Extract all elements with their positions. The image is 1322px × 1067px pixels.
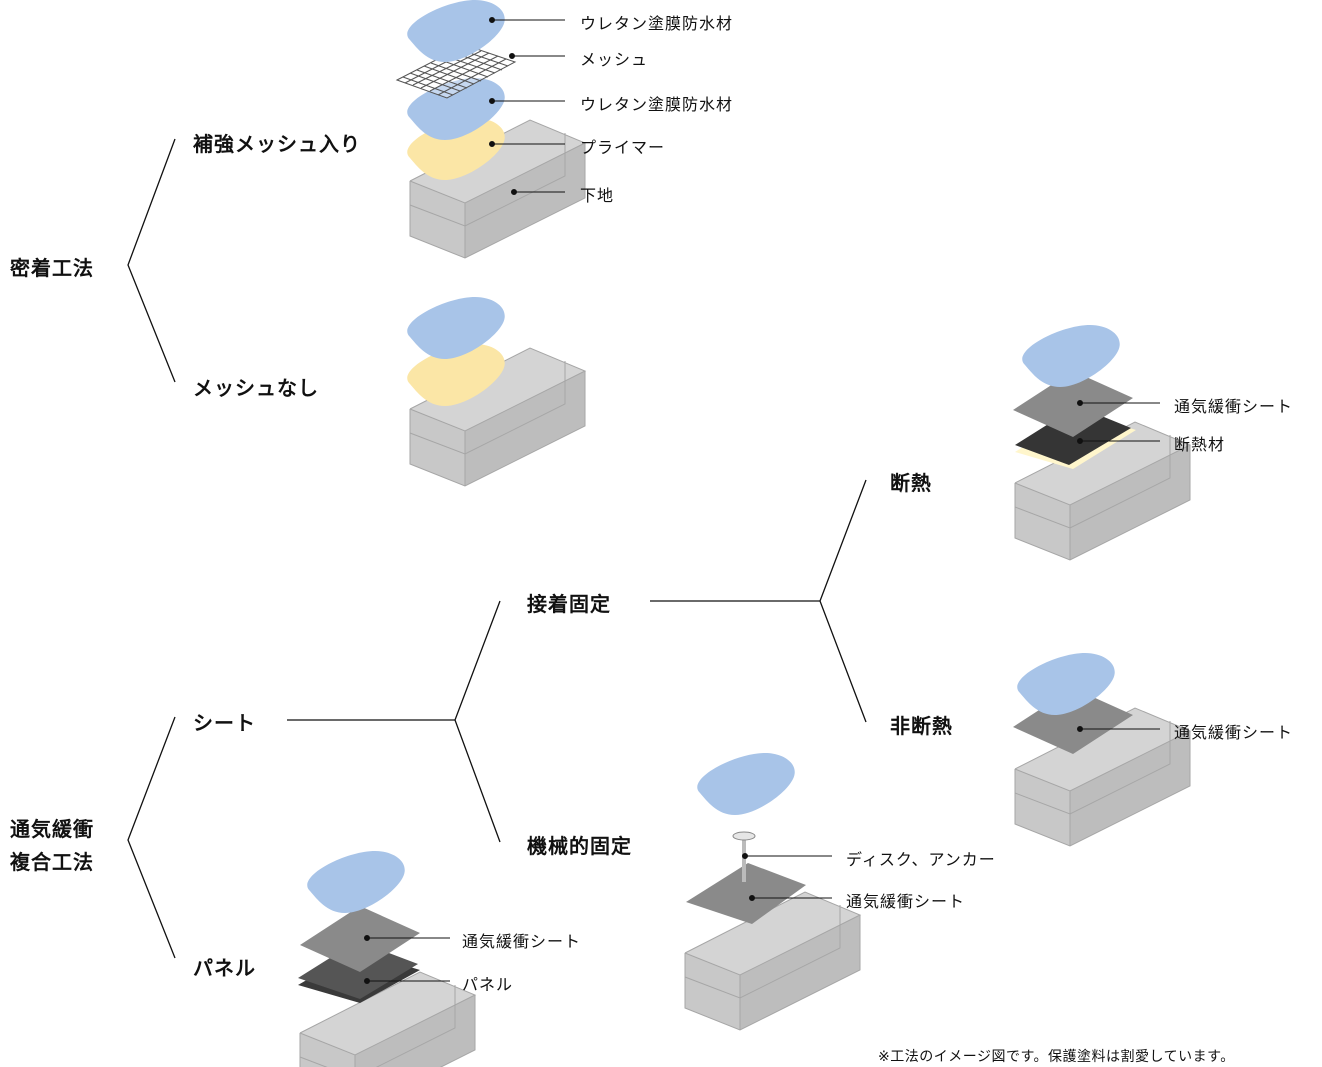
- label-vent-sheet-panel: 通気緩衝シート: [462, 932, 582, 951]
- label-mesh: メッシュ: [580, 50, 649, 69]
- node-tsuuki-line1: 通気緩衝: [10, 817, 94, 841]
- label-vent-sheet-mechanical: 通気緩衝シート: [846, 892, 966, 911]
- tree-lines: [127, 138, 867, 959]
- illustration-non-insulated: [1013, 653, 1191, 847]
- label-insulation: 断熱材: [1174, 435, 1226, 454]
- label-urethane-mid: ウレタン塗膜防水材: [580, 95, 734, 114]
- mesh-grid: [395, 44, 517, 99]
- illustration-insulated: [1013, 325, 1191, 561]
- node-adhesive: 接着固定: [527, 592, 611, 616]
- branch-mitchaku: [127, 138, 176, 383]
- node-mesh-reinforced: 補強メッシュ入り: [193, 132, 361, 156]
- node-sheet: シート: [193, 711, 256, 735]
- label-panel: パネル: [462, 975, 514, 994]
- leader-lines: [364, 17, 1160, 984]
- branch-sheet: [454, 600, 501, 843]
- illustration-mesh-reinforced: [395, 0, 586, 259]
- illustration-mechanical: [684, 753, 861, 1031]
- illustration-panel: [298, 851, 476, 1067]
- node-panel: パネル: [193, 956, 256, 980]
- branch-adhesive: [819, 479, 867, 723]
- node-insulated: 断熱: [890, 471, 932, 495]
- disk-icon: [732, 831, 756, 841]
- label-disk-anchor: ディスク、アンカー: [846, 850, 996, 869]
- node-mitchaku: 密着工法: [10, 256, 94, 280]
- node-no-mesh: メッシュなし: [193, 376, 319, 400]
- label-urethane-top: ウレタン塗膜防水材: [580, 14, 734, 33]
- label-primer: プライマー: [580, 138, 666, 157]
- branch-tsuuki: [127, 716, 176, 959]
- illustration-no-mesh: [407, 297, 586, 487]
- node-non-insulated: 非断熱: [890, 714, 953, 738]
- node-tsuuki-line2: 複合工法: [10, 850, 94, 874]
- footnote: ※工法のイメージ図です。保護塗料は割愛しています。: [878, 1049, 1235, 1065]
- label-substrate: 下地: [580, 186, 615, 205]
- label-vent-sheet-non-insulated: 通気緩衝シート: [1174, 723, 1294, 742]
- node-mechanical: 機械的固定: [527, 834, 632, 858]
- label-vent-sheet-insulated: 通気緩衝シート: [1174, 397, 1294, 416]
